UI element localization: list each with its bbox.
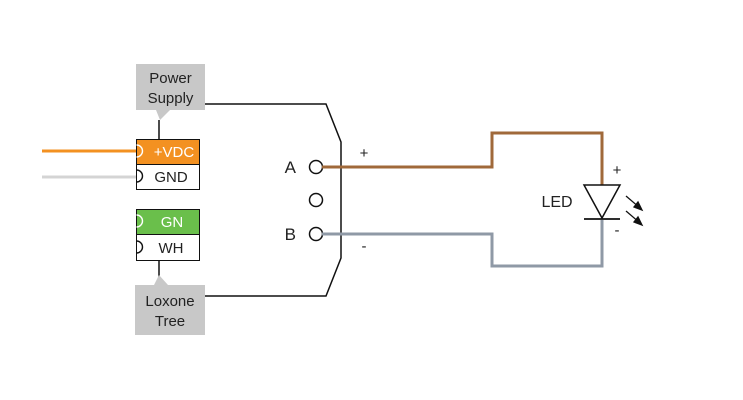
tree-terminal-block: GN WH xyxy=(136,209,200,261)
terminal-wh xyxy=(136,234,200,261)
loxone-tree-label-line2: Tree xyxy=(155,313,185,330)
led-diode-icon xyxy=(582,184,622,220)
module-outline xyxy=(205,103,342,297)
terminal-vdc-label: +VDC xyxy=(154,144,195,161)
terminal-gnd-label: GND xyxy=(154,169,188,186)
wire-negative-to-led xyxy=(322,220,604,268)
output-minus-label: - xyxy=(362,238,367,255)
power-supply-callout: Power Supply xyxy=(136,64,205,120)
power-terminal-block: +VDC GND xyxy=(136,139,200,190)
led-minus-label: - xyxy=(615,222,620,239)
power-supply-label-line1: Power xyxy=(149,70,192,87)
pin-b-label: B xyxy=(285,225,296,244)
led-label: LED xyxy=(541,194,572,211)
pin-b-terminal xyxy=(308,226,324,242)
terminal-gn xyxy=(136,209,200,235)
power-supply-label-line2: Supply xyxy=(148,90,194,107)
pin-middle-terminal xyxy=(308,192,324,208)
terminal-gn-label: GN xyxy=(161,214,184,231)
terminal-wh-label: WH xyxy=(159,240,184,257)
wire-positive-to-led xyxy=(322,131,604,185)
led-emission-arrows-icon xyxy=(625,195,644,227)
loxone-tree-label-line1: Loxone xyxy=(145,293,194,310)
output-plus-label: + xyxy=(360,145,369,162)
pin-a-label: A xyxy=(285,158,297,177)
pin-a-terminal xyxy=(308,159,324,175)
loxone-tree-callout: Loxone Tree xyxy=(135,275,205,335)
led-symbol: LED + - xyxy=(541,162,644,239)
module-pins: A B + - xyxy=(285,145,369,255)
led-plus-label: + xyxy=(613,162,622,179)
terminal-gnd xyxy=(136,164,200,190)
